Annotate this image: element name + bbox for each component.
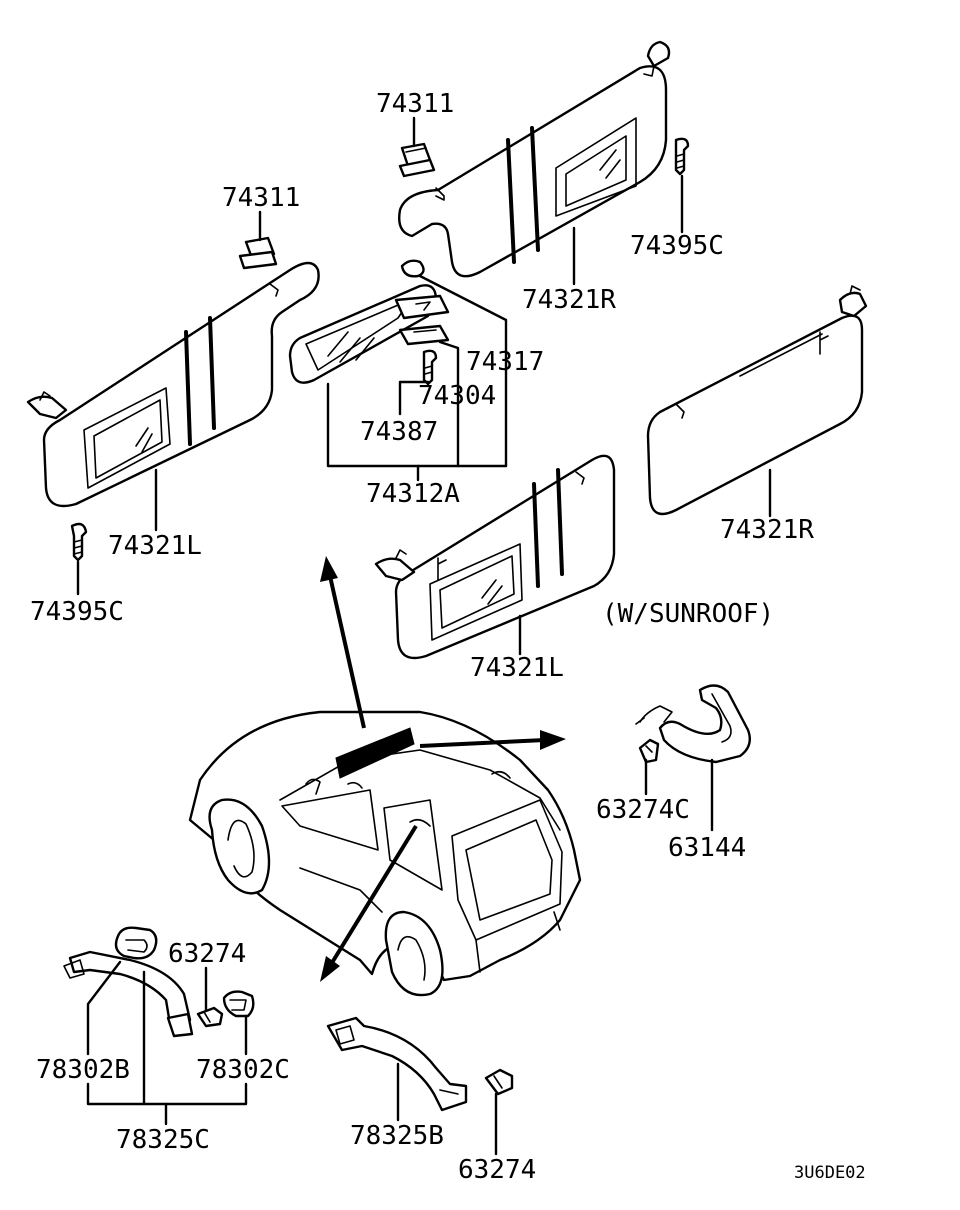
sun-visor-right-sunroof <box>646 285 868 516</box>
label-74387: 74387 <box>360 417 438 447</box>
label-74311-top: 74311 <box>376 89 454 119</box>
room-lamp-assembly <box>288 259 450 386</box>
sun-visor-right-top <box>398 40 671 278</box>
part-labels: 74311 74311 74395C 74321R 74317 74304 74… <box>30 89 866 1185</box>
assist-grip-63144 <box>635 684 751 764</box>
grip-78325b <box>326 1016 468 1112</box>
label-63274c: 63274C <box>596 795 690 825</box>
label-74317: 74317 <box>466 347 544 377</box>
visor-clip-74311-left <box>238 236 278 270</box>
screw-74395c-top <box>674 137 690 176</box>
label-78325c: 78325C <box>116 1125 210 1155</box>
label-78302c: 78302C <box>196 1055 290 1085</box>
visor-clip-74311-top <box>398 142 436 178</box>
label-78325b: 78325B <box>350 1121 444 1151</box>
label-74395c-left: 74395C <box>30 597 124 627</box>
label-63274-left: 63274 <box>168 939 246 969</box>
screw-74395c-left <box>70 522 88 562</box>
screw-63274-left <box>196 1006 224 1028</box>
arrow-to-grip-right <box>419 730 566 750</box>
label-74321r-top: 74321R <box>522 285 616 315</box>
label-74304: 74304 <box>418 381 496 411</box>
arrow-to-grips-lower <box>320 824 418 982</box>
screw-63274c <box>638 738 660 764</box>
leader-lines <box>76 116 772 1156</box>
label-74312a: 74312A <box>366 479 460 509</box>
vehicle-body <box>188 710 582 997</box>
grip-assembly-78325c <box>63 926 255 1038</box>
label-78302b: 78302B <box>36 1055 130 1085</box>
label-63274-right: 63274 <box>458 1155 536 1185</box>
label-74321r-sunroof: 74321R <box>720 515 814 545</box>
label-74321l-left: 74321L <box>108 531 202 561</box>
screw-63274-right <box>484 1068 514 1096</box>
label-74321l-sunroof: 74321L <box>470 653 564 683</box>
label-74311-left: 74311 <box>222 183 300 213</box>
label-63144: 63144 <box>668 833 746 863</box>
label-74395c-top: 74395C <box>630 231 724 261</box>
diagram-code: 3U6DE02 <box>794 1163 866 1183</box>
arrow-to-visors <box>320 556 366 729</box>
sun-visor-left-sunroof <box>374 454 616 660</box>
label-w-sunroof: (W/SUNROOF) <box>602 599 774 629</box>
sun-visor-left <box>26 261 320 508</box>
